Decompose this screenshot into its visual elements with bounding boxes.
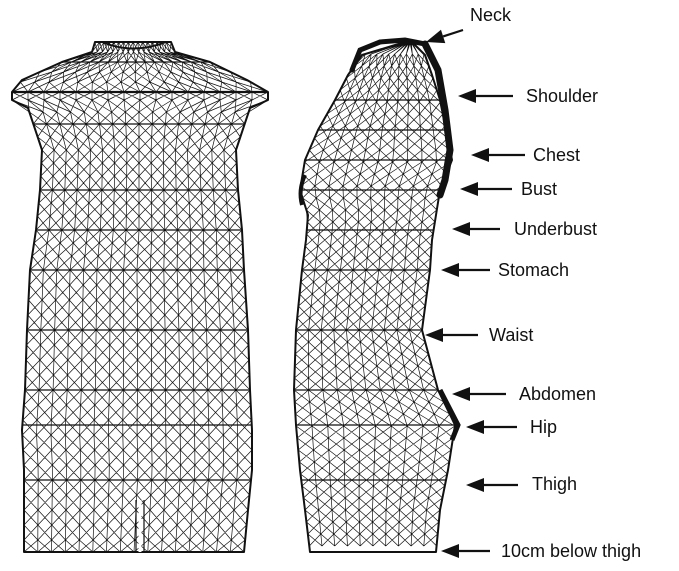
label-shoulder: Shoulder (526, 87, 598, 105)
label-underbust: Underbust (514, 220, 597, 238)
front-view-mannequin (12, 42, 268, 552)
thigh-arrow (466, 478, 518, 492)
label-bust: Bust (521, 180, 557, 198)
label-thigh: Thigh (532, 475, 577, 493)
hip-arrow (466, 420, 517, 434)
label-stomach: Stomach (498, 261, 569, 279)
label-waist: Waist (489, 326, 533, 344)
chest-arrow (471, 148, 525, 162)
abdomen-arrow (452, 387, 506, 401)
label-abdomen: Abdomen (519, 385, 596, 403)
stomach-arrow (441, 263, 490, 277)
mesh-lines (12, 42, 268, 552)
neck-arrow (426, 30, 463, 43)
bust-arrow (460, 182, 512, 196)
underbust-arrow (452, 222, 500, 236)
waist-arrow (425, 328, 478, 342)
label-hip: Hip (530, 418, 557, 436)
side-view-mannequin (294, 40, 458, 552)
label-chest: Chest (533, 146, 580, 164)
label-neck: Neck (470, 6, 511, 24)
below-thigh-arrow (441, 544, 490, 558)
label-10cm-below-thigh: 10cm below thigh (501, 542, 641, 560)
shoulder-arrow (458, 89, 513, 103)
mesh-lines (294, 42, 455, 546)
